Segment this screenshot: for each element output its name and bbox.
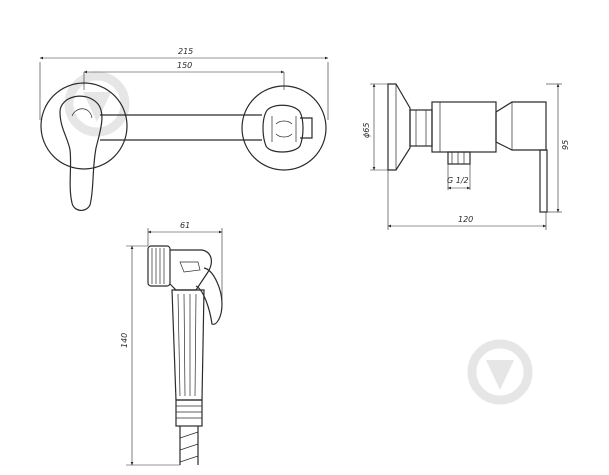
- dim-center-distance: 150: [177, 61, 192, 70]
- shower-holder: [262, 104, 304, 153]
- dim-overall-width: 215: [178, 47, 193, 56]
- dim-depth: 120: [458, 215, 473, 224]
- watermark-logo-bottom: [467, 339, 533, 405]
- thread-label: G 1/2: [447, 176, 469, 185]
- dim-height: 95: [561, 140, 570, 150]
- mixer-lever: [59, 95, 103, 211]
- dim-shower-length: 140: [120, 333, 129, 348]
- dim-shower-width: 61: [180, 221, 190, 230]
- side-view: ϕ65 95 120 G 1/2: [362, 83, 570, 230]
- watermark-logo-top: [64, 71, 130, 137]
- holder-rosette: [241, 85, 327, 171]
- front-view: 215 150: [39, 47, 329, 211]
- dim-flange-diameter: ϕ65: [362, 123, 371, 138]
- hand-shower-view: 61 140: [120, 221, 223, 466]
